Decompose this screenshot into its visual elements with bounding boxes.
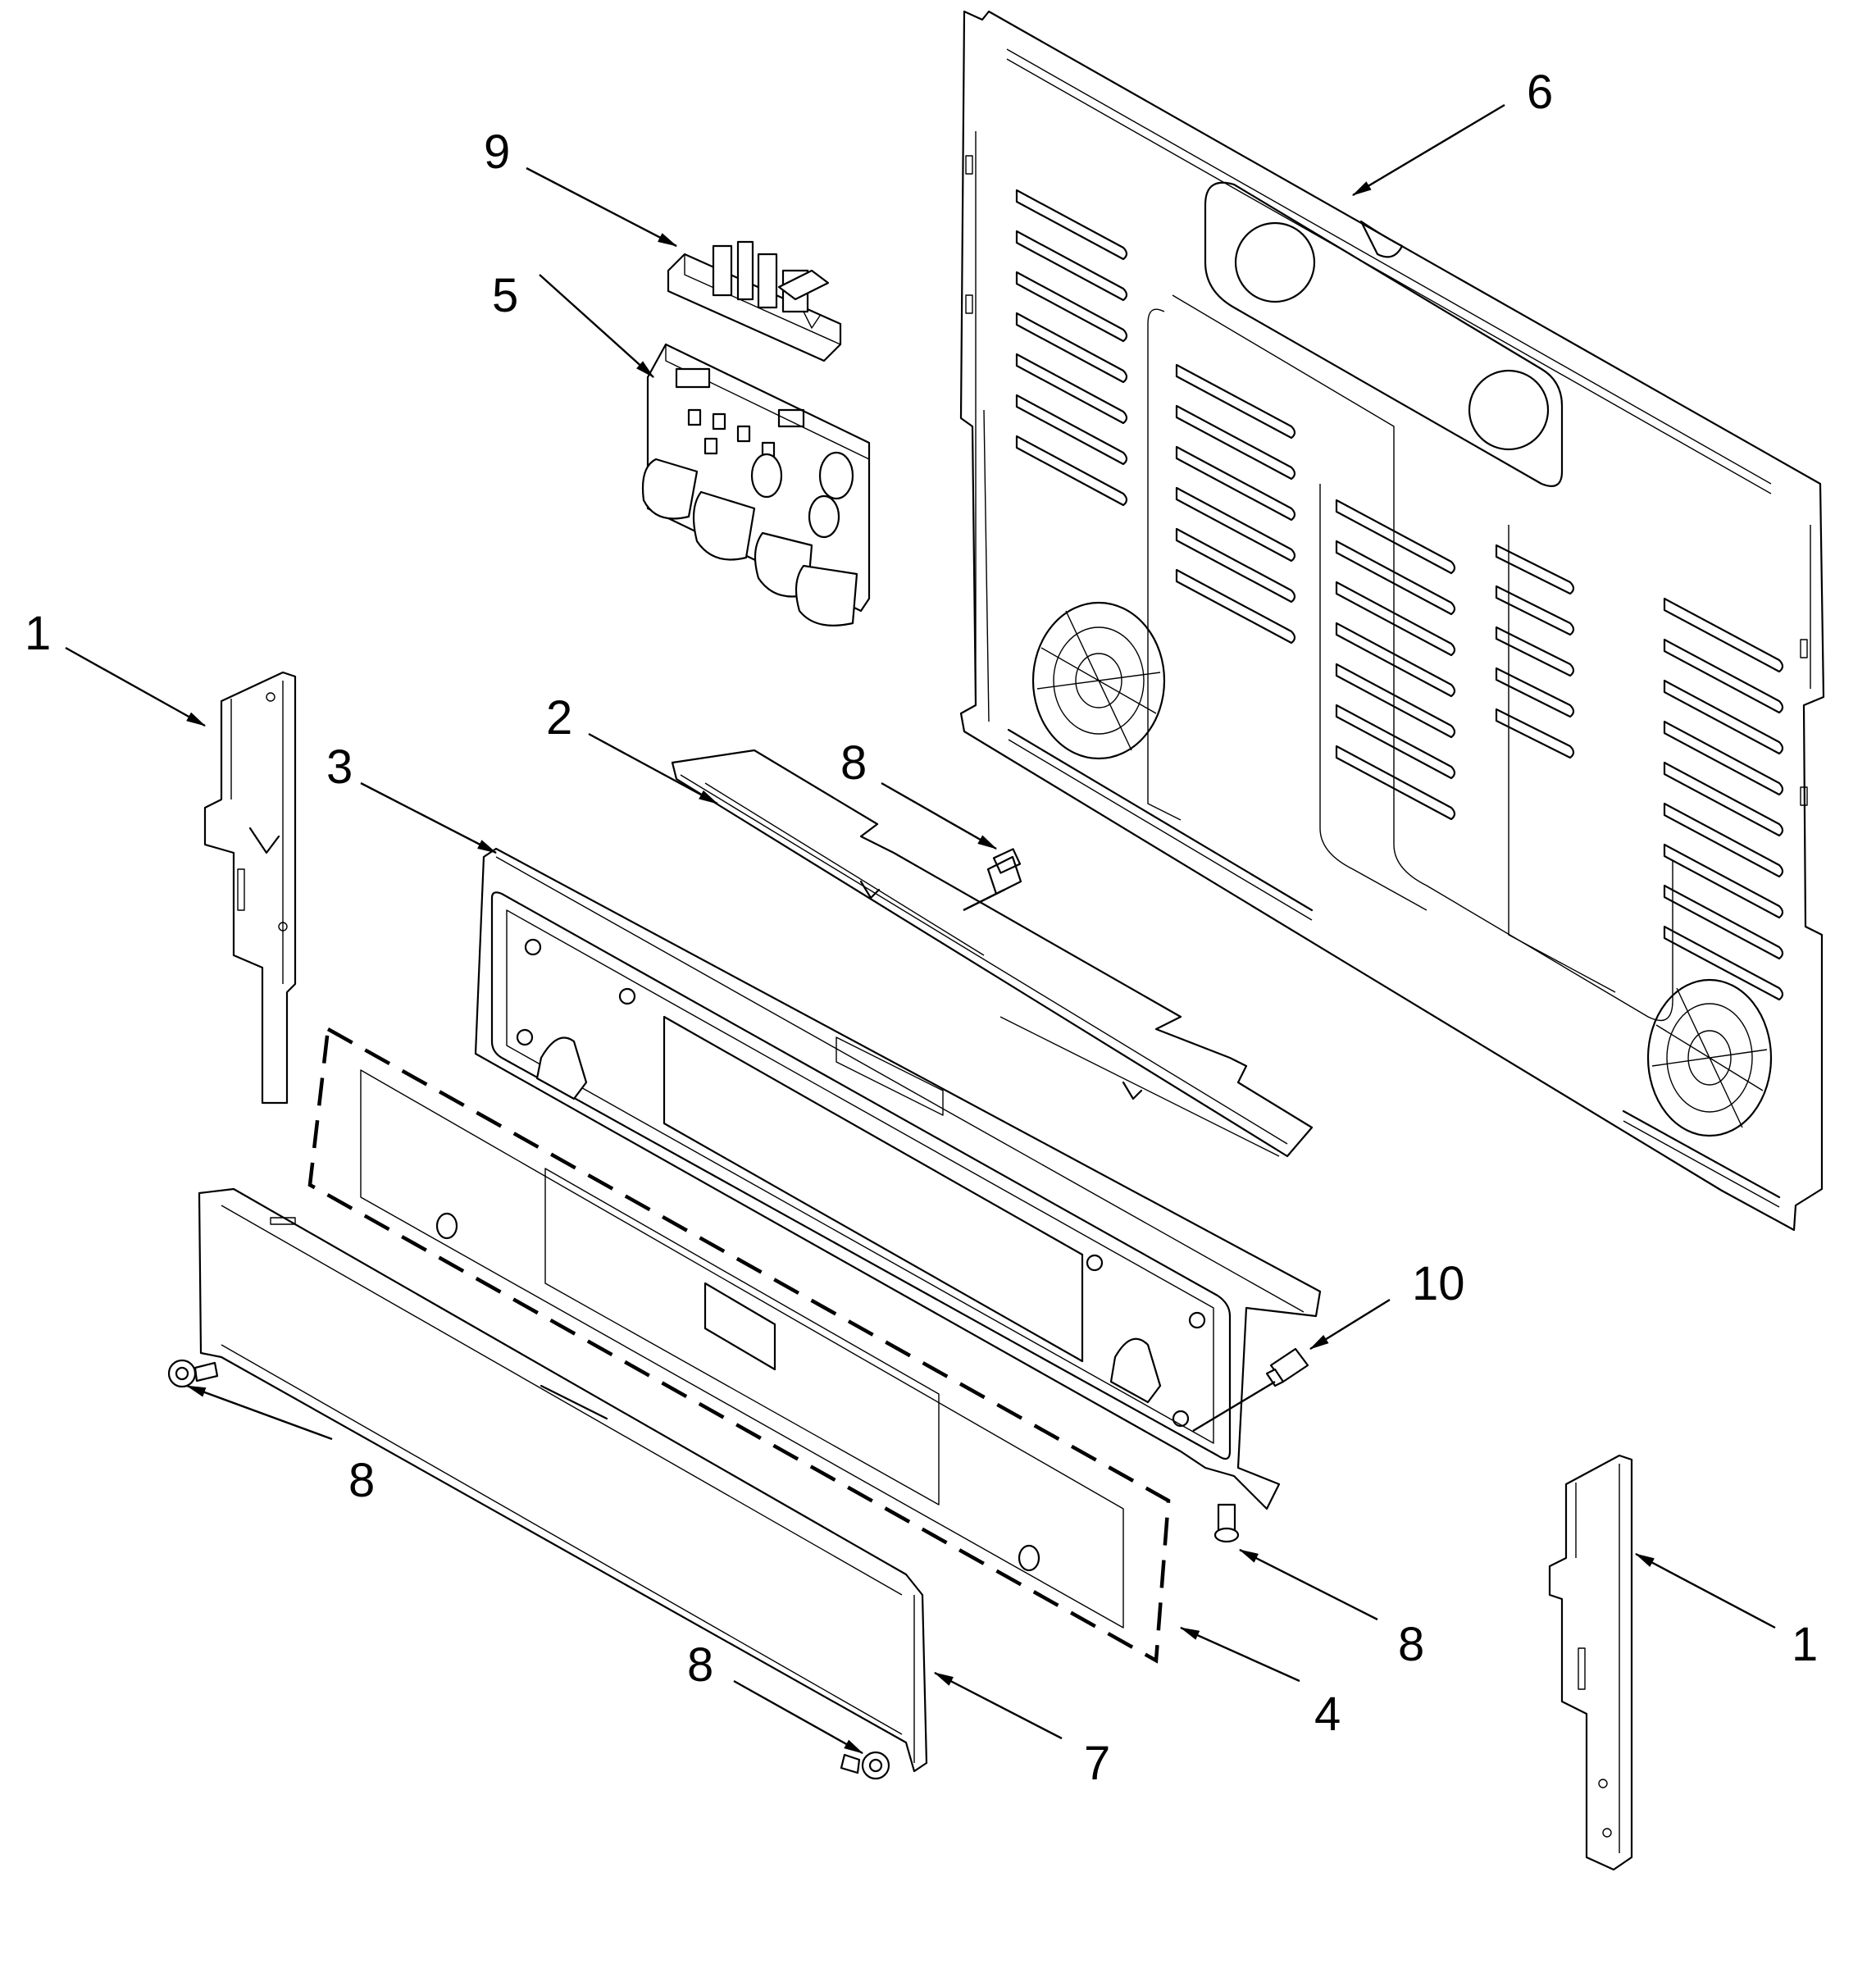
vent-slot [1663,925,1784,1001]
vent-slot [1663,884,1784,960]
vent-slot [1015,394,1128,466]
callout-control-panel-frame: 3 [326,740,353,794]
vent-slot [1015,435,1128,507]
frame-bosses [516,938,1206,1428]
vent-slots [1015,189,1784,1001]
callout-labels: 6 9 5 1 2 3 8 10 8 8 1 4 8 7 [25,66,1818,1790]
callout-side-trim-left: 1 [25,607,51,660]
side-trim-left[interactable] [203,671,297,1105]
vent-slot [1335,704,1456,780]
vent-slot [1175,486,1296,563]
leader-lines [65,103,1776,1755]
vent-slot [1175,527,1296,604]
callout-screw-bottom: 8 [687,1638,713,1692]
callout-ground-screw: 10 [1412,1257,1465,1310]
vent-slot [1663,843,1784,919]
vent-slot [1495,708,1575,759]
vent-slot [1663,638,1784,714]
callout-screw-top: 8 [840,736,867,790]
vent-slot [1335,540,1456,616]
top-trim[interactable] [671,749,1314,1158]
callout-relay-board: 9 [484,125,510,179]
screw-right[interactable] [1213,1503,1240,1543]
vent-slot [1175,568,1296,645]
vent-slot [1015,312,1128,384]
callout-panel-overlay: 4 [1314,1688,1341,1741]
callout-top-trim: 2 [546,691,572,745]
screw-left[interactable] [167,1359,219,1388]
vent-slot [1495,585,1575,636]
vent-slot [1663,679,1784,755]
board-components [641,408,858,626]
vent-slot [1175,363,1296,440]
vent-slot [1015,271,1128,343]
back-panel[interactable] [959,10,1825,1232]
screw-bottom[interactable] [840,1751,890,1780]
vent-slot [1335,622,1456,698]
callout-lower-trim: 7 [1084,1737,1110,1790]
control-panel-frame[interactable] [474,847,1322,1510]
vent-slot [1663,761,1784,837]
ground-screw[interactable] [1192,1347,1309,1433]
control-board[interactable] [641,343,871,626]
panel-overlay[interactable] [307,1026,1171,1664]
relay-board[interactable] [667,240,842,362]
vent-slot [1015,189,1128,261]
vent-slot [1335,663,1456,739]
vent-slot [1175,445,1296,522]
vent-slot [1663,720,1784,796]
callout-screw-right: 8 [1398,1618,1424,1671]
vent-slot [1495,626,1575,677]
callout-screw-left: 8 [348,1454,375,1507]
vent-slot [1495,544,1575,595]
fan-guard-left [1031,601,1166,760]
vent-slot [1663,802,1784,878]
callout-side-trim-right: 1 [1792,1618,1818,1671]
vent-slot [1175,404,1296,481]
vent-slot [1335,499,1456,575]
callout-back-panel: 6 [1527,66,1553,119]
vent-slot [1015,230,1128,302]
callout-control-board: 5 [492,269,518,322]
fan-guard-right [1646,978,1773,1137]
vent-slot [1015,353,1128,425]
side-trim-right[interactable] [1548,1454,1633,1871]
screw-top[interactable] [963,848,1022,912]
vent-slot [1495,667,1575,718]
lower-trim[interactable] [198,1187,928,1773]
vent-slot [1335,581,1456,657]
vent-slot [1335,745,1456,821]
vent-slot [1663,597,1784,673]
